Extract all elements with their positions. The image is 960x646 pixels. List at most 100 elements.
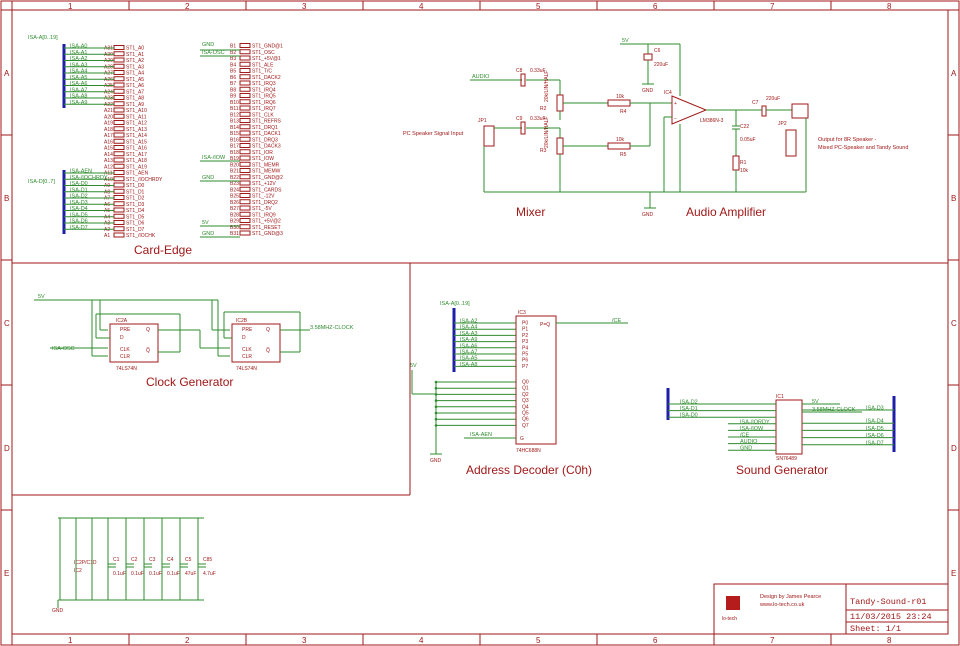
clock-title: Clock Generator bbox=[146, 375, 233, 389]
edge-pin-b: B23 bbox=[230, 181, 239, 187]
decoder-p-pin: P6 bbox=[522, 358, 528, 364]
edge-pin-b: B27 bbox=[230, 206, 239, 212]
edge-pin-b: B20 bbox=[230, 162, 239, 168]
decoder-q-pin: Q0 bbox=[522, 380, 529, 386]
svg-text:IC4: IC4 bbox=[664, 90, 672, 96]
column-marker-top: 4 bbox=[419, 2, 424, 11]
sound-left-net: GND bbox=[740, 446, 752, 452]
decoupling-cap-value: 47uF bbox=[185, 571, 196, 577]
svg-text:R1: R1 bbox=[740, 160, 747, 166]
edge-label-a: ST1_A4 bbox=[126, 71, 144, 77]
row-marker-right: D bbox=[951, 444, 957, 453]
edge-label-b: ST1_DACK1 bbox=[252, 131, 281, 137]
svg-text:CLR: CLR bbox=[242, 354, 252, 360]
edge-label-b: ST1_OSC bbox=[252, 50, 275, 56]
svg-text:GND: GND bbox=[430, 458, 442, 464]
decoder-input-net: ISA-A7 bbox=[460, 350, 477, 356]
decoupling-section: GND IC2P/C1D IC2 C10.1uFC20.1uFC30.1uFC4… bbox=[52, 517, 216, 614]
svg-text:10k: 10k bbox=[616, 94, 625, 100]
output-note: Output for 8R Speaker - bbox=[818, 137, 877, 143]
edge-pin-b: B12 bbox=[230, 112, 239, 118]
sound-chip-ic1 bbox=[775, 399, 803, 455]
column-marker-top: 7 bbox=[770, 2, 775, 11]
decoder-q-pin: Q2 bbox=[522, 392, 529, 398]
edge-pin-b: B19 bbox=[230, 156, 239, 162]
project-name: Tandy-Sound-r01 bbox=[850, 597, 927, 607]
svg-text:CLR: CLR bbox=[120, 354, 130, 360]
sound-right-net: ISA-D3 bbox=[866, 406, 884, 412]
edge-pin-b: B5 bbox=[230, 69, 236, 75]
speaker-connector bbox=[791, 103, 809, 119]
decoupling-cap-name: C85 bbox=[203, 557, 212, 563]
edge-label-a: ST1_A8 bbox=[126, 96, 144, 102]
edge-pin-b: B9 bbox=[230, 94, 236, 100]
column-marker-top: 2 bbox=[185, 2, 190, 11]
decoder-p-pin: P4 bbox=[522, 345, 528, 351]
sound-left-net: AUDIO bbox=[740, 439, 758, 445]
edge-label-a: ST1_A10 bbox=[126, 108, 147, 114]
svg-text:Q: Q bbox=[146, 327, 150, 333]
row-marker-right: C bbox=[951, 319, 957, 328]
edge-pin-b: B24 bbox=[230, 187, 239, 193]
edge-net-d: ISA-/IOCHRDY bbox=[70, 175, 108, 181]
edge-net-a: ISA-A2 bbox=[70, 56, 87, 62]
edge-pin-b: B29 bbox=[230, 219, 239, 225]
svg-text:220uF: 220uF bbox=[654, 62, 668, 68]
decoder-input-net: ISA-A3 bbox=[460, 331, 477, 337]
svg-text:10k: 10k bbox=[740, 168, 749, 174]
svg-text:JP2: JP2 bbox=[778, 121, 787, 127]
edge-net-a: ISA-A9 bbox=[70, 100, 87, 106]
edge-label-b: ST1_IRQ3 bbox=[252, 81, 276, 87]
edge-net-d: ISA-D7 bbox=[70, 225, 88, 231]
sound-right-net: ISA-D6 bbox=[866, 433, 884, 439]
svg-text:+: + bbox=[674, 101, 677, 107]
edge-label-a: ST1_A18 bbox=[126, 158, 147, 164]
column-marker-bottom: 1 bbox=[68, 636, 73, 645]
edge-label-b: ST1_GND@1 bbox=[252, 44, 283, 50]
decoupling-cap-name: C4 bbox=[167, 557, 174, 563]
b-net-5v: 5V bbox=[202, 220, 209, 226]
svg-text:C9: C9 bbox=[516, 116, 523, 122]
edge-label-b: ST1_+5V@1 bbox=[252, 56, 281, 62]
edge-pin-b: B30 bbox=[230, 225, 239, 231]
edge-net-d: ISA-D3 bbox=[70, 200, 88, 206]
edge-label-a: ST1_/IOCHK bbox=[126, 233, 156, 239]
edge-label-b: ST1_DACK3 bbox=[252, 144, 281, 150]
mixer-title: Mixer bbox=[516, 205, 545, 219]
svg-text:74LS74N: 74LS74N bbox=[116, 366, 137, 372]
sound-5v-label: 5V bbox=[812, 399, 819, 405]
svg-text:GND: GND bbox=[642, 212, 654, 218]
edge-label-a: ST1_A16 bbox=[126, 146, 147, 152]
edge-label-a: ST1_A14 bbox=[126, 133, 147, 139]
column-marker-top: 5 bbox=[536, 2, 541, 11]
amp-5v-label: 5V bbox=[622, 38, 629, 44]
edge-label-a: ST1_D5 bbox=[126, 214, 145, 220]
edge-pin-b: B18 bbox=[230, 150, 239, 156]
edge-pin-a: A19 bbox=[104, 121, 113, 127]
edge-label-a: ST1_D7 bbox=[126, 227, 145, 233]
column-marker-bottom: 3 bbox=[302, 636, 307, 645]
edge-net-a: ISA-A0 bbox=[70, 44, 87, 50]
edge-label-a: ST1_D3 bbox=[126, 202, 145, 208]
svg-text:LM386N-3: LM386N-3 bbox=[700, 118, 724, 124]
edge-label-b: ST1_IRQ4 bbox=[252, 87, 276, 93]
decoupling-caps: C10.1uFC20.1uFC30.1uFC40.1uFC547uFC854.7… bbox=[59, 518, 216, 600]
decoupling-cap-name: C5 bbox=[185, 557, 192, 563]
edge-label-b: ST1_T/C bbox=[252, 69, 272, 75]
edge-label-a: ST1_AEN bbox=[126, 171, 149, 177]
decoupling-cap-value: 0.1uF bbox=[131, 571, 144, 577]
design-by: Design by James Pearce bbox=[760, 594, 821, 600]
decoder-q-pin: Q1 bbox=[522, 386, 529, 392]
edge-pin-a: A14 bbox=[104, 152, 113, 158]
edge-net-d: ISA-D1 bbox=[70, 187, 88, 193]
edge-label-b: ST1_IOW bbox=[252, 156, 274, 162]
flip-flop-ic2b bbox=[231, 323, 281, 363]
edge-pin-b: B13 bbox=[230, 119, 239, 125]
decoder-input-net: ISA-A6 bbox=[460, 343, 477, 349]
edge-pin-a: A15 bbox=[104, 146, 113, 152]
edge-pin-b: B16 bbox=[230, 137, 239, 143]
